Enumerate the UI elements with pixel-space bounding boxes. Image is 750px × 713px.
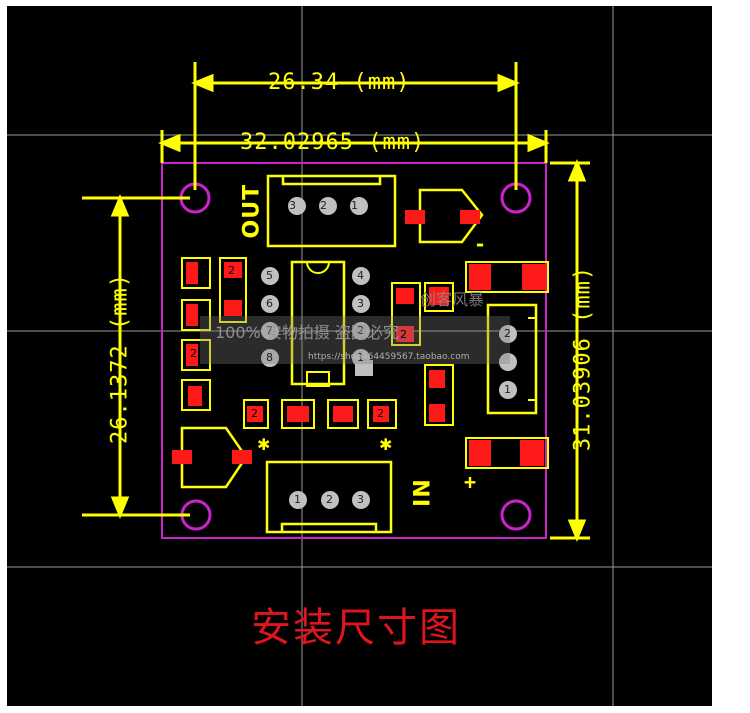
- ic-pin-number: 7: [266, 324, 273, 337]
- star-mark: ✱: [257, 435, 270, 454]
- ic-pin-number: 5: [266, 269, 273, 282]
- out-pin-2: [319, 197, 337, 215]
- in-connector: [265, 460, 393, 534]
- watermark-band: [200, 316, 510, 364]
- minus-label: -: [474, 232, 488, 256]
- ic-pin-number: 3: [357, 297, 364, 310]
- capacitor-bottom-right: [465, 437, 549, 469]
- dimension-left: 26.1372 (mm): [107, 273, 133, 444]
- in-pin-3: [352, 491, 370, 509]
- in-pin-2: [321, 491, 339, 509]
- in-pin-1: [289, 491, 307, 509]
- ic-pin-number: 4: [357, 269, 364, 282]
- drawing-caption: 安装尺寸图: [251, 605, 461, 651]
- dimension-right: 31.03906 (mm): [570, 265, 596, 452]
- star-mark: ✱: [379, 435, 392, 454]
- right-connector-pin-number: 1: [504, 383, 511, 396]
- watermark-claim: 100% 实物拍摄 盗图必究: [215, 323, 399, 342]
- capacitor-top-right: [465, 261, 549, 293]
- out-pin-number: 3: [289, 199, 296, 212]
- out-label: OUT: [239, 183, 265, 239]
- ic-pin-number: 6: [266, 297, 273, 310]
- smd-bottom-row: [243, 399, 397, 429]
- transistor-bottom: ✱ ✱: [172, 426, 392, 489]
- ic-pin-number: 2: [357, 324, 364, 337]
- right-connector-pin-number: 2: [504, 327, 511, 340]
- ic-pins: [261, 267, 370, 367]
- smd-digit: 2: [251, 407, 258, 420]
- smd-digit: 2: [377, 407, 384, 420]
- smd-digit: 2: [400, 328, 407, 341]
- board-outline: [161, 162, 547, 539]
- in-pin-number: 3: [357, 493, 364, 506]
- transistor-top: [405, 188, 484, 244]
- in-pin-number: 1: [294, 493, 301, 506]
- dip-ic: [290, 260, 346, 387]
- smd-left-column: [181, 257, 247, 411]
- in-pin-number: 2: [326, 493, 333, 506]
- smd-center-right: [355, 282, 454, 426]
- watermark-url: https://shop464459567.taobao.com: [308, 352, 470, 362]
- ic-pin-number: 8: [266, 351, 273, 364]
- dimension-top-inner: 32.02965 (mm): [240, 130, 426, 155]
- smd-digit: 2: [190, 347, 197, 360]
- out-connector: [266, 174, 397, 248]
- out-pin-number: 1: [351, 199, 358, 212]
- out-pin-3: [288, 197, 306, 215]
- watermark-brand: 创客风暴: [420, 290, 485, 309]
- ic-pin-number: 1: [357, 351, 364, 364]
- dimension-top-outer: 26.34 (mm): [268, 70, 411, 95]
- right-connector: [486, 303, 538, 415]
- in-label: IN: [410, 478, 436, 507]
- out-pin-number: 2: [320, 199, 327, 212]
- out-pin-1: [350, 197, 368, 215]
- plus-label: +: [464, 470, 478, 494]
- smd-digit: 2: [228, 264, 235, 277]
- dimension-lines: [82, 62, 590, 542]
